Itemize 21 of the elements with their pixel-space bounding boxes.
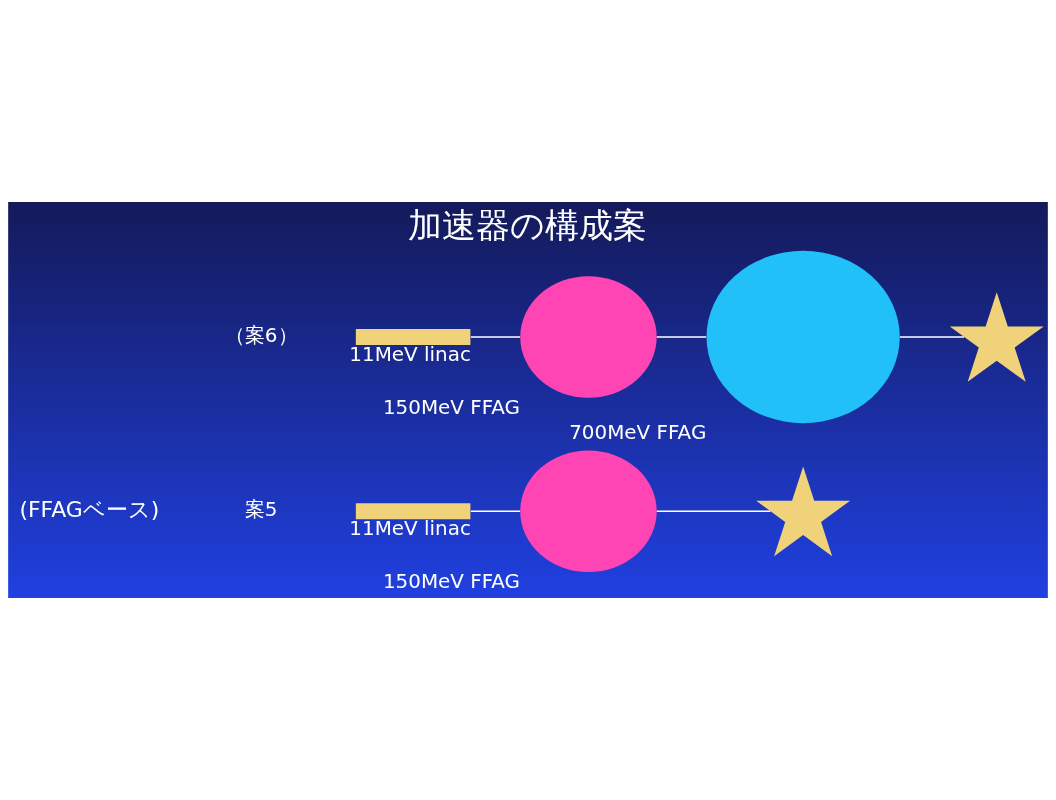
label: 案5: [244, 498, 278, 522]
node-circle: [520, 276, 657, 398]
connector: [656, 510, 772, 513]
node-label: 150MeV FFAG: [382, 570, 521, 594]
node-label: 700MeV FFAG: [569, 421, 707, 445]
node-star: [949, 292, 1044, 382]
connector: [470, 510, 521, 513]
diagram-title: 加速器の構成案: [408, 206, 648, 246]
connector: [470, 336, 521, 338]
node-bar: [355, 503, 471, 520]
node-star: [756, 466, 851, 557]
node-circle: [706, 250, 900, 424]
node-label: 11MeV linac: [349, 342, 471, 366]
label: (FFAGベース): [19, 496, 160, 522]
connector: [656, 336, 707, 338]
node-bar: [355, 329, 471, 345]
node-label: 150MeV FFAG: [382, 395, 521, 419]
connector: [899, 336, 965, 338]
node-circle: [520, 450, 657, 573]
node-label: 11MeV linac: [349, 517, 471, 541]
label: （案6）: [224, 323, 298, 347]
